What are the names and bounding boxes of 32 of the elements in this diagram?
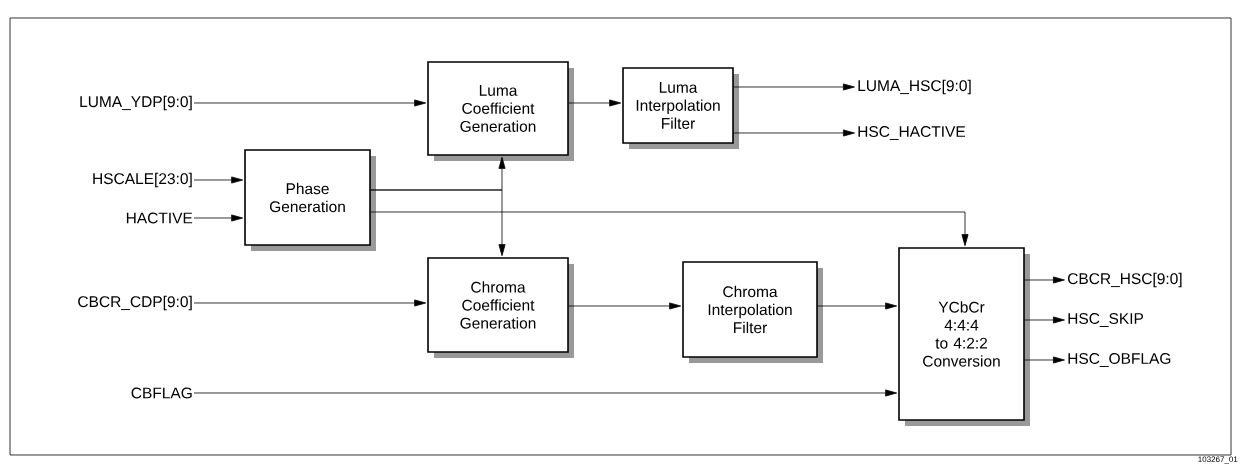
arrow — [193, 214, 244, 222]
arrow — [193, 176, 244, 184]
signal-label: HACTIVE — [126, 212, 193, 224]
arrow — [817, 302, 898, 310]
signal-label: HSC_OBFLAG — [1068, 353, 1171, 367]
arrow — [733, 129, 855, 137]
arrow — [1024, 356, 1065, 364]
process-box: Luma Interpolation Filter — [622, 67, 739, 149]
arrow — [193, 389, 898, 397]
signal-label: CBCR_HSC[9:0] — [1068, 272, 1182, 288]
signal-label: HSCALE[23:0] — [93, 172, 192, 188]
signal-label: CBCR_CDP[9:0] — [78, 295, 192, 311]
process-box: Chroma Interpolation Filter — [682, 261, 823, 363]
arrow — [370, 189, 506, 257]
arrow — [193, 99, 427, 107]
arrow — [1024, 316, 1065, 324]
figure-number: 103267_01 — [1198, 456, 1238, 464]
signal-label: LUMA_HSC[9:0] — [858, 79, 971, 95]
arrow — [370, 211, 969, 247]
arrow — [568, 302, 682, 310]
process-box: Phase Generation — [244, 149, 376, 251]
signal-label: CBFLAG — [131, 387, 192, 399]
arrow — [568, 99, 622, 107]
signal-label: HSC_HACTIVE — [858, 126, 966, 140]
process-box: Chroma Coefficient Generation — [427, 257, 574, 358]
process-box: Luma Coefficient Generation — [427, 61, 574, 161]
process-box: YCbCr 4:4:4 to 4:2:2 Conversion — [898, 247, 1030, 426]
arrow — [1024, 276, 1065, 284]
arrow — [193, 299, 427, 307]
signal-label: LUMA_YDP[9:0] — [80, 95, 192, 111]
signal-label: HSC_SKIP — [1068, 313, 1144, 327]
arrow — [733, 83, 855, 91]
